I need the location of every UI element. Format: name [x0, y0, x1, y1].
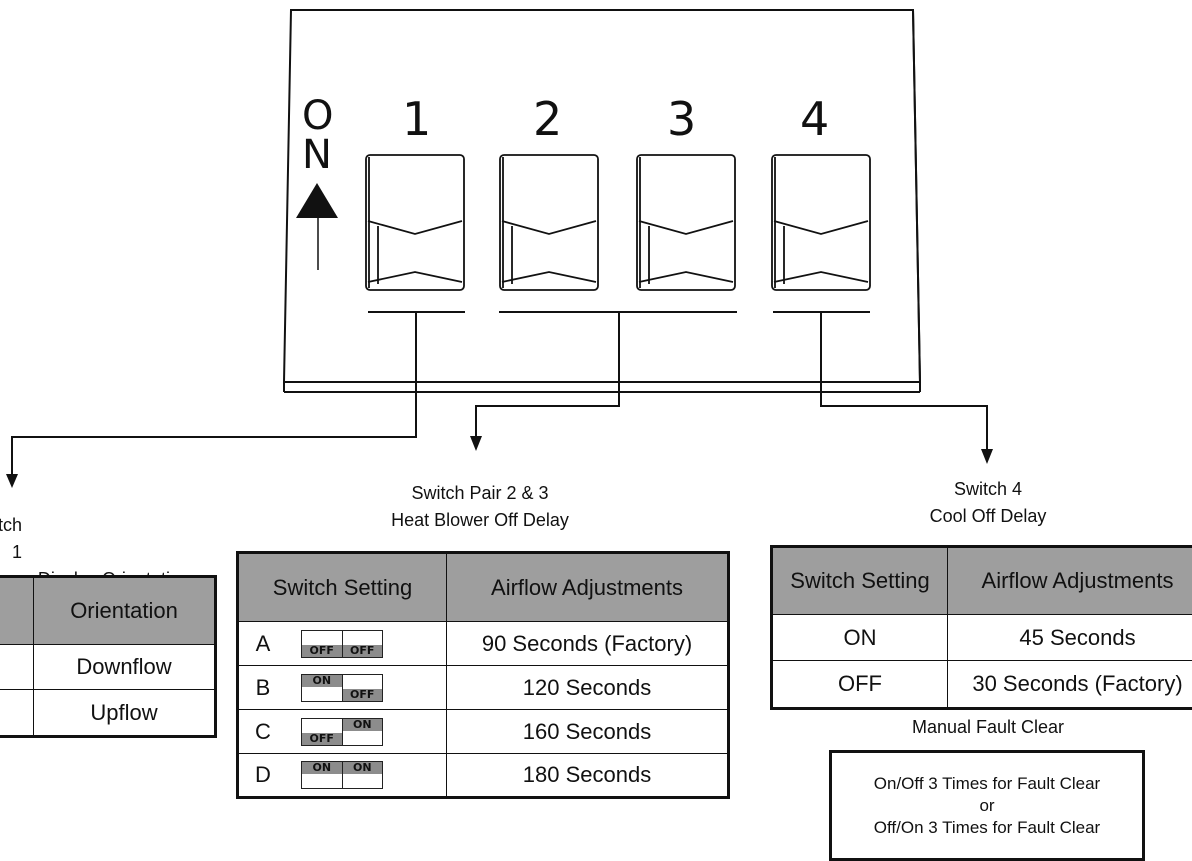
pair23-table: Switch Setting Airflow Adjustments A OFF…	[236, 551, 730, 799]
toggle-switch-1	[365, 154, 465, 291]
pair23-row-c-setting: C OFF ON	[237, 709, 447, 754]
switch1-row2-value: Upflow	[33, 689, 216, 737]
switch4-row-off-setting: OFF	[771, 660, 948, 709]
mini-dip-b-sw3: OFF	[342, 688, 382, 701]
pair23-row-a: A OFF OFF 90 Seconds (Factory)	[237, 621, 729, 666]
switch4-row-off-value: 30 Seconds (Factory)	[947, 660, 1192, 709]
fault-line-1: On/Off 3 Times for Fault Clear	[873, 773, 1101, 793]
switch1-table: Orientation Downflow Upflow	[0, 575, 217, 738]
switch4-table: Switch Setting Airflow Adjustments ON 45…	[770, 545, 1192, 710]
switch4-row-on-setting: ON	[771, 614, 948, 661]
toggle-switch-3	[636, 154, 736, 291]
fault-line-2: or	[979, 795, 995, 815]
mini-dip-b: ON OFF	[301, 673, 383, 702]
switch1-row1-setting	[0, 644, 34, 690]
switch4-title: Switch 4	[953, 479, 1023, 499]
pair23-row-b-setting: B ON OFF	[237, 665, 447, 710]
switch4-header-setting: Switch Setting	[771, 546, 948, 615]
toggle-switch-4	[771, 154, 871, 291]
on-label-n: N	[302, 132, 332, 178]
switch-number-2: 2	[533, 92, 563, 146]
arrowhead-switch-1	[6, 474, 18, 488]
arrowhead-switch-2-3	[470, 436, 482, 451]
on-direction-arrow	[296, 183, 338, 270]
pair23-row-b-letter: B	[255, 674, 271, 700]
switch4-header-airflow: Airflow Adjustments	[947, 546, 1192, 615]
on-label-o: O	[302, 93, 334, 139]
mini-dip-a-sw2: OFF	[302, 644, 342, 657]
switch1-header-orientation: Orientation	[33, 576, 216, 645]
pair23-header-setting: Switch Setting	[237, 552, 447, 622]
switch-number-4: 4	[800, 92, 830, 146]
pair23-row-c: C OFF ON 160 Seconds	[237, 709, 729, 754]
pair23-row-d-letter: D	[255, 762, 271, 787]
pair23-row-c-letter: C	[255, 718, 271, 744]
mini-dip-a: OFF OFF	[301, 629, 383, 658]
pair23-row-c-value: 160 Seconds	[446, 709, 729, 754]
pair23-row-a-letter: A	[255, 630, 271, 656]
switch-number-1: 1	[402, 92, 432, 146]
mini-dip-d: ON ON	[301, 761, 383, 789]
pair23-row-d-value: 180 Seconds	[446, 753, 729, 798]
mini-dip-c-sw2: OFF	[302, 732, 342, 745]
fault-line-3: Off/On 3 Times for Fault Clear	[873, 817, 1101, 837]
pair23-row-b-value: 120 Seconds	[446, 665, 729, 710]
mini-dip-c: OFF ON	[301, 717, 383, 746]
pair23-row-a-value: 90 Seconds (Factory)	[446, 621, 729, 666]
switch-number-3: 3	[667, 92, 697, 146]
pair23-header-airflow: Airflow Adjustments	[446, 552, 729, 622]
switch4-row-off: OFF 30 Seconds (Factory)	[771, 660, 1192, 709]
switch1-header-setting	[0, 576, 34, 645]
switch4-row-on: ON 45 Seconds	[771, 614, 1192, 661]
switch4-row-on-value: 45 Seconds	[947, 614, 1192, 661]
pair23-title: Switch Pair 2 & 3	[411, 483, 549, 503]
arrowhead-switch-4	[981, 449, 993, 464]
mini-dip-d-sw2: ON	[302, 762, 342, 774]
leader-switch-2-3	[475, 311, 737, 439]
pair23-row-a-setting: A OFF OFF	[237, 621, 447, 666]
pair23-row-b: B ON OFF 120 Seconds	[237, 665, 729, 710]
mini-dip-d-sw3: ON	[342, 762, 382, 774]
pair23-subtitle: Heat Blower Off Delay	[391, 510, 569, 530]
fault-title: Manual Fault Clear	[911, 717, 1065, 737]
mini-dip-c-sw3: ON	[342, 718, 382, 731]
leader-switch-4	[773, 311, 988, 452]
pair23-row-d: D ON ON 180 Seconds	[237, 753, 729, 798]
switch4-caption: Switch 4 Cool Off Delay	[868, 476, 1108, 530]
switch4-subtitle: Cool Off Delay	[929, 506, 1047, 526]
dip-switch-housing	[282, 9, 922, 393]
fault-box: On/Off 3 Times for Fault Clear or Off/On…	[829, 750, 1145, 861]
mini-dip-a-sw3: OFF	[342, 644, 382, 657]
pair23-row-d-setting: D ON ON	[237, 753, 447, 798]
switch1-row1-value: Downflow	[33, 644, 216, 690]
leader-switch-1	[11, 311, 465, 476]
toggle-switch-2	[499, 154, 599, 291]
switch1-title: Switch 1	[0, 515, 22, 562]
switch1-row2-setting	[0, 689, 34, 737]
pair23-caption: Switch Pair 2 & 3 Heat Blower Off Delay	[330, 480, 630, 534]
mini-dip-b-sw2: ON	[302, 674, 342, 687]
